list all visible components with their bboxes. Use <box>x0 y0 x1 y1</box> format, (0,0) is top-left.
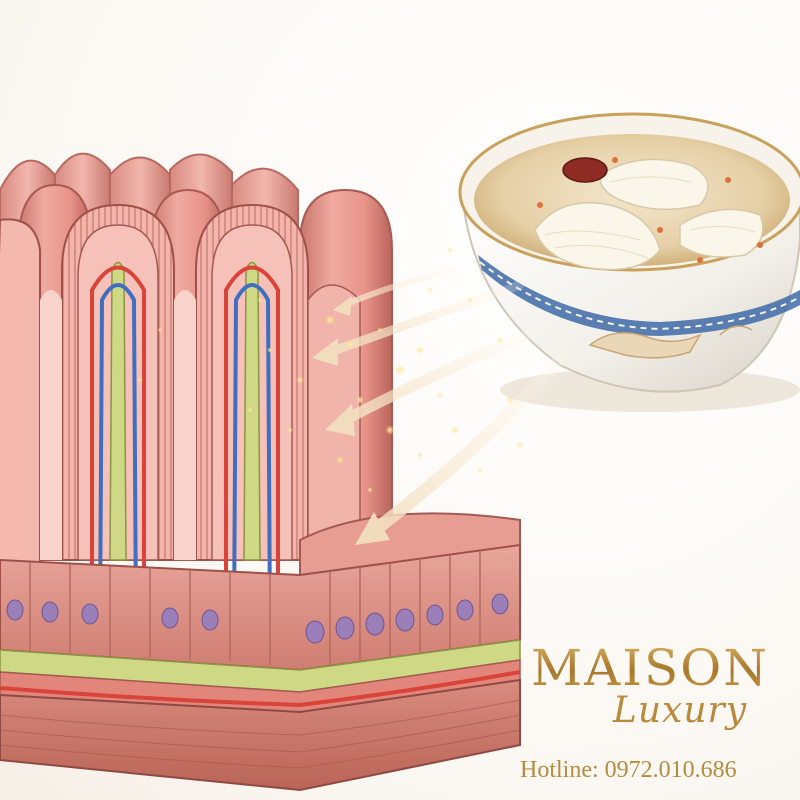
brand-subtitle: Luxury <box>612 690 748 731</box>
brand-logo: MAISON Luxury <box>520 640 780 732</box>
bowl-icon <box>458 112 800 412</box>
epithelium-base <box>0 512 521 792</box>
hotline-text: Hotline: 0972.010.686 <box>520 757 737 783</box>
nutrient-particles <box>137 247 523 493</box>
brand-name: MAISON <box>520 640 780 696</box>
sectioned-villi <box>0 203 361 626</box>
